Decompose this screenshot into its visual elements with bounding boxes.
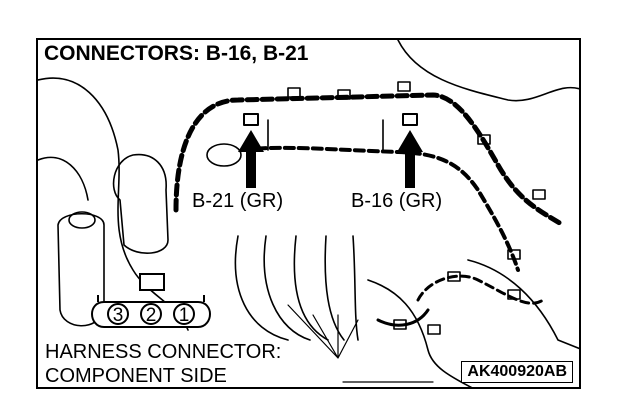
engine-outline-right <box>397 40 579 102</box>
harness-connector-h <box>507 289 521 300</box>
engine-outline-left <box>38 77 189 331</box>
connector-latch <box>139 273 165 291</box>
component-side-caption: COMPONENT SIDE <box>42 365 230 387</box>
diagram-title: CONNECTORS: B-16, B-21 <box>42 43 313 65</box>
intake-runner-2 <box>263 235 311 341</box>
harness-connector-caption: HARNESS CONNECTOR: <box>42 341 285 363</box>
harness-connector-a <box>287 87 301 98</box>
pin-3-number: 3 <box>113 305 124 326</box>
harness-connector-b <box>337 89 351 100</box>
connector-b16 <box>402 113 418 126</box>
wiring-harness-main <box>173 92 566 228</box>
engine-outline-left-2 <box>38 156 89 201</box>
figure-code: AK400920AB <box>461 361 573 383</box>
engine-outline-right-2 <box>367 279 473 387</box>
connector-b21 <box>243 113 259 126</box>
engine-illustration: 3 2 1 <box>38 40 579 387</box>
label-leader-lines <box>287 304 359 359</box>
pin-2-number: 2 <box>146 305 157 326</box>
intake-runner-5 <box>352 235 359 341</box>
harness-connector-c <box>397 81 411 92</box>
intake-runner-4 <box>324 235 345 341</box>
wiring-harness-lower <box>416 274 545 305</box>
diagram-frame: 3 2 1 CONNECTORS: B-16, B-21 B-21 (GR) B… <box>36 38 581 389</box>
callout-b16-label: B-16 (GR) <box>349 190 445 212</box>
wiring-harness-branch <box>241 145 520 272</box>
engine-outline-right-3 <box>467 259 579 350</box>
sensor-body <box>206 143 242 167</box>
callout-b21-label: B-21 (GR) <box>190 190 286 212</box>
wiring-harness-lower-2 <box>376 308 430 327</box>
pin-1-number: 1 <box>179 305 190 326</box>
intake-runner-3 <box>293 235 329 341</box>
reservoir-cap <box>68 211 96 229</box>
pin-3-circle <box>107 303 129 325</box>
harness-connector-d <box>477 134 491 145</box>
pin-1-circle <box>173 303 195 325</box>
harness-connector-pinout: 3 2 1 <box>90 273 212 328</box>
pointer-arrows <box>238 130 423 188</box>
intake-runner-1 <box>234 235 289 341</box>
arrow-b16 <box>397 130 423 188</box>
harness-connector-i <box>393 319 407 330</box>
harness-connector-f <box>507 249 521 260</box>
harness-bracket <box>267 119 384 151</box>
harness-connector-g <box>447 271 461 282</box>
harness-connector-j <box>427 324 441 335</box>
reservoir-1 <box>112 153 169 255</box>
pin-2-circle <box>140 303 162 325</box>
harness-connector-e <box>532 189 546 200</box>
arrow-b21 <box>238 130 264 188</box>
